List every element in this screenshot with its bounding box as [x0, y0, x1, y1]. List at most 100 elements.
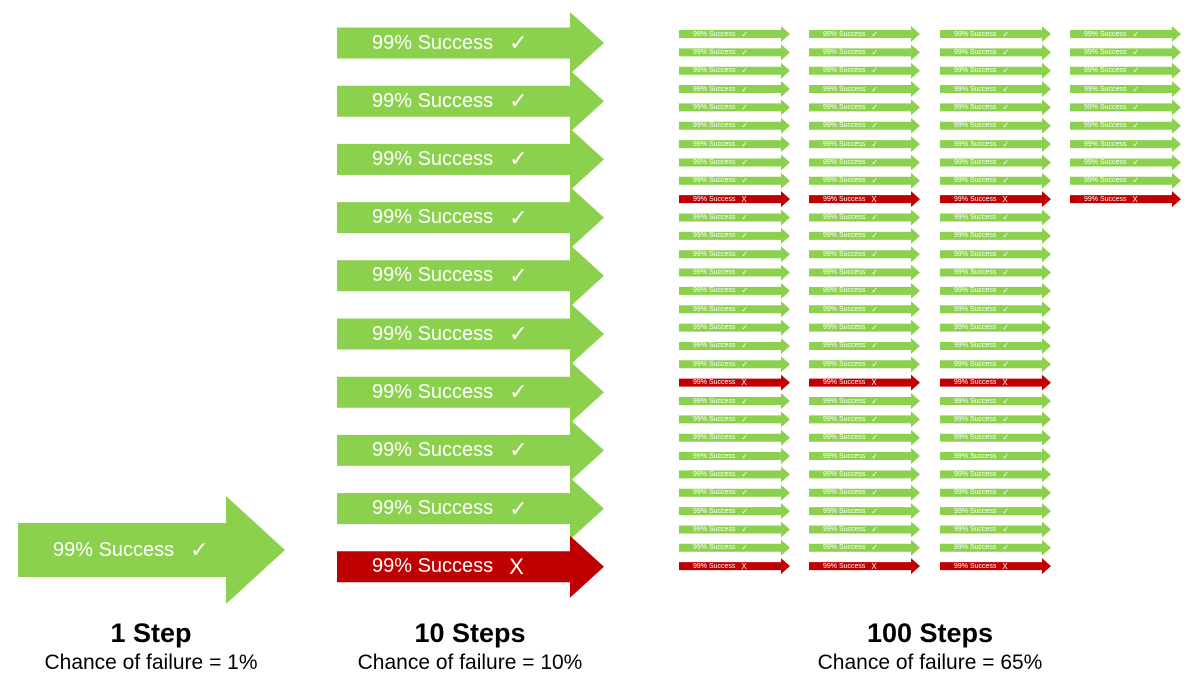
success-check-icon: ✓	[871, 66, 879, 76]
step-arrow-100-steps: 99% Success✓	[1070, 26, 1181, 42]
success-check-icon: ✓	[871, 323, 879, 333]
step-arrow-100-steps: 99% Success✓	[1070, 154, 1181, 171]
step-arrow-100-steps: 99% Success✓	[940, 393, 1051, 409]
success-check-icon: ✓	[1002, 66, 1010, 76]
step-label: 99% Success	[823, 195, 866, 203]
success-check-icon: ✓	[1002, 157, 1010, 167]
step-arrow-100-steps: 99% Success✓	[679, 356, 790, 373]
step-label: 99% Success	[693, 434, 736, 442]
step-label: 99% Success	[823, 67, 866, 75]
step-label: 99% Success	[823, 470, 866, 478]
step-label: 99% Success	[954, 67, 997, 75]
step-arrow-100-steps: 99% Success✓	[1070, 81, 1181, 98]
success-check-icon: ✓	[871, 176, 879, 186]
step-label: 99% Success	[693, 324, 736, 332]
step-label: 99% Success	[954, 489, 997, 497]
success-check-icon: ✓	[741, 213, 749, 222]
step-arrow-100-steps: 99% Success ✓	[809, 393, 920, 409]
step-arrow-100-steps: 99% Success✓	[940, 356, 1051, 373]
success-check-icon: ✓	[1132, 84, 1140, 94]
step-arrow-100-steps: 99% Success✓	[679, 136, 790, 153]
success-check-icon: ✓	[741, 29, 749, 39]
step-label: 99% Success	[693, 232, 736, 240]
step-arrow-100-steps: 99% Success✓	[679, 539, 790, 556]
step-arrow-100-steps: 99% Success✓	[809, 154, 920, 171]
step-label: 99% Success	[693, 562, 736, 570]
step-arrow-100-steps: 99% Success✓	[809, 282, 920, 299]
step-label: 99% Success	[693, 489, 736, 497]
step-label: 99% Success	[823, 269, 866, 277]
success-check-icon: ✓	[509, 262, 528, 288]
step-label: 99% Success	[693, 30, 736, 38]
failure-x-icon: X	[871, 378, 877, 388]
step-arrow-100-steps: 99% Success✓	[679, 429, 790, 446]
success-check-icon: ✓	[741, 286, 749, 296]
success-check-icon: ✓	[741, 47, 749, 57]
step-arrow-100-steps: 99% Success✓	[809, 264, 920, 281]
step-label: 99% Success	[823, 379, 866, 387]
step-arrow-100-steps: 99% Success✓	[679, 246, 790, 263]
step-label: 99% Success	[693, 214, 736, 221]
step-label: 99% Success	[693, 415, 736, 423]
step-label: 99% Success	[954, 177, 997, 185]
step-arrow-10-steps: 99% Success✓	[337, 128, 604, 191]
step-arrow-100-steps: 99% Success✓	[809, 26, 920, 42]
failure-x-icon: X	[741, 561, 747, 571]
step-label: 99% Success	[954, 305, 997, 313]
success-check-icon: ✓	[1002, 524, 1010, 534]
step-arrow-1-step: 99% Success✓	[18, 496, 285, 604]
failure-x-icon: X	[871, 561, 877, 571]
step-arrow-100-steps: 99% Success✓	[809, 44, 920, 61]
step-label: 99% Success	[693, 269, 736, 277]
step-arrow-100-steps: 99% Success✓	[940, 154, 1051, 171]
step-arrow-100-steps: 99% Success✓	[940, 466, 1051, 483]
step-arrow-100-steps: 99% Success✓	[679, 264, 790, 281]
success-check-icon: ✓	[741, 249, 749, 259]
step-arrow-100-steps: 99% Success✓	[940, 136, 1051, 153]
step-label: 99% Success	[823, 30, 866, 38]
step-label: 99% Success	[372, 264, 494, 287]
step-label: 99% Success	[372, 206, 494, 229]
success-check-icon: ✓	[741, 121, 749, 131]
caption-title: 100 Steps	[866, 618, 994, 648]
step-label: 99% Success	[823, 544, 866, 552]
step-arrow-100-steps: 99% Success✓	[679, 411, 790, 428]
step-arrow-100-steps: 99% Success ✓	[1070, 117, 1181, 134]
success-check-icon: ✓	[509, 437, 528, 463]
step-arrow-100-steps: 99% Success✓	[809, 466, 920, 483]
success-check-icon: ✓	[741, 102, 749, 112]
step-label: 99% Success	[823, 489, 866, 497]
step-label: 99% Success	[1084, 103, 1127, 111]
step-arrow-10-steps: 99% Success✓	[337, 186, 604, 249]
step-label: 99% Success	[954, 30, 997, 38]
step-arrow-100-steps: 99% Success✓	[809, 227, 920, 244]
caption-10-steps: 10 Steps Chance of failure = 10%	[330, 617, 610, 677]
success-check-icon: ✓	[741, 84, 749, 94]
success-check-icon: ✓	[741, 469, 749, 479]
step-arrow-100-steps: 99% Success✓	[679, 466, 790, 483]
step-label: 99% Success	[823, 85, 866, 93]
step-label: 99% Success	[1084, 140, 1127, 148]
failure-x-icon: X	[741, 194, 747, 204]
step-label: 99% Success	[1084, 67, 1127, 75]
success-check-icon: ✓	[871, 396, 879, 406]
step-arrow-100-steps: 99% Success✓	[809, 448, 920, 465]
step-arrow-100-steps: 99% Success✓	[679, 319, 790, 336]
step-label: 99% Success	[823, 397, 866, 405]
step-label: 99% Success	[823, 415, 866, 423]
success-check-icon: ✓	[741, 359, 749, 369]
success-check-icon: ✓	[871, 488, 879, 498]
success-check-icon: ✓	[1132, 121, 1140, 131]
step-arrow-100-steps: 99% Success✓	[809, 539, 920, 556]
step-label: 99% Success	[823, 103, 866, 111]
step-label: 99% Success	[823, 122, 866, 130]
success-check-icon: ✓	[1002, 433, 1010, 443]
step-arrow-100-steps: 99% Success✓	[679, 301, 790, 318]
step-label: 99% Success	[1084, 48, 1127, 56]
step-label: 99% Success	[693, 195, 736, 203]
success-check-icon: ✓	[871, 341, 879, 351]
step-label: 99% Success	[823, 177, 866, 185]
step-arrow-100-steps: 99% Success✓	[679, 172, 790, 189]
step-label: 99% Success	[1084, 122, 1127, 130]
